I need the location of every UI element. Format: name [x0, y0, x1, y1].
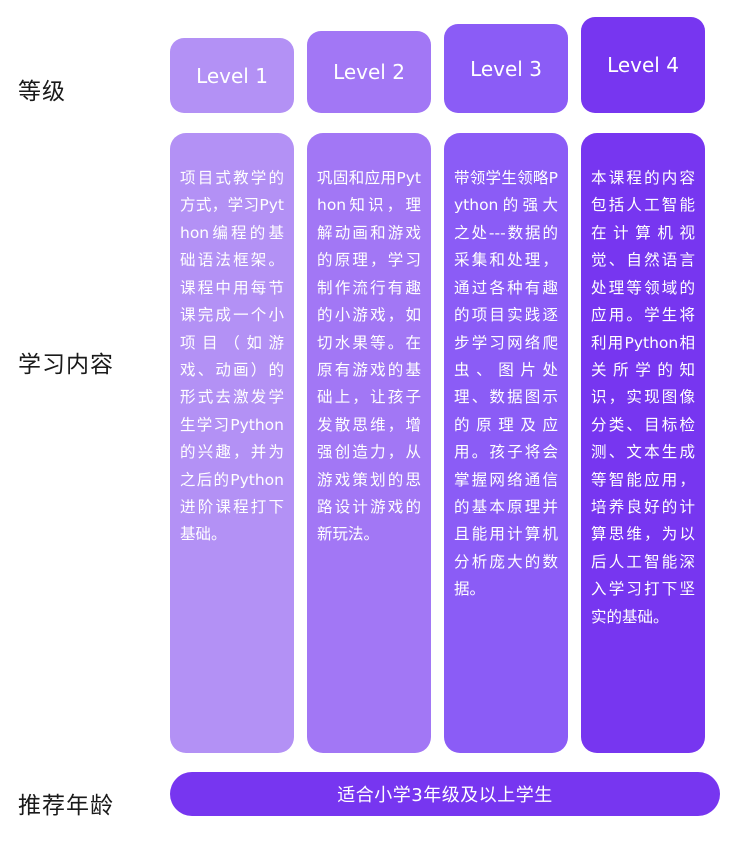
row-label-content: 学习内容 — [18, 352, 114, 378]
level-content-column-4[interactable]: 本课程的内容包括人工智能在计算机视觉、自然语言处理等领域的应用。学生将利用Pyt… — [581, 133, 705, 753]
level-chip-3[interactable]: Level 3 — [444, 24, 568, 113]
row-label-age: 推荐年龄 — [18, 793, 114, 819]
level-chip-4[interactable]: Level 4 — [581, 17, 705, 113]
level-content-column-3[interactable]: 带领学生领略Python的强大之处---数据的采集和处理，通过各种有趣的项目实践… — [444, 133, 568, 753]
level-content-text-3: 带领学生领略Python的强大之处---数据的采集和处理，通过各种有趣的项目实践… — [454, 169, 558, 599]
row-label-level: 等级 — [18, 79, 66, 105]
recommended-age-text: 适合小学3年级及以上学生 — [337, 785, 553, 806]
level-content-text-1: 项目式教学的方式，学习Python编程的基础语法框架。课程中用每节课完成一个小项… — [180, 169, 284, 544]
level-chip-2[interactable]: Level 2 — [307, 31, 431, 113]
level-content-column-2[interactable]: 巩固和应用Python知识，理解动画和游戏的原理，学习制作流行有趣的小游戏，如切… — [307, 133, 431, 753]
level-content-text-2: 巩固和应用Python知识，理解动画和游戏的原理，学习制作流行有趣的小游戏，如切… — [317, 169, 421, 544]
recommended-age-bar[interactable]: 适合小学3年级及以上学生 — [170, 772, 720, 816]
level-content-column-1[interactable]: 项目式教学的方式，学习Python编程的基础语法框架。课程中用每节课完成一个小项… — [170, 133, 294, 753]
level-content-text-4: 本课程的内容包括人工智能在计算机视觉、自然语言处理等领域的应用。学生将利用Pyt… — [591, 169, 695, 626]
level-chip-1[interactable]: Level 1 — [170, 38, 294, 113]
